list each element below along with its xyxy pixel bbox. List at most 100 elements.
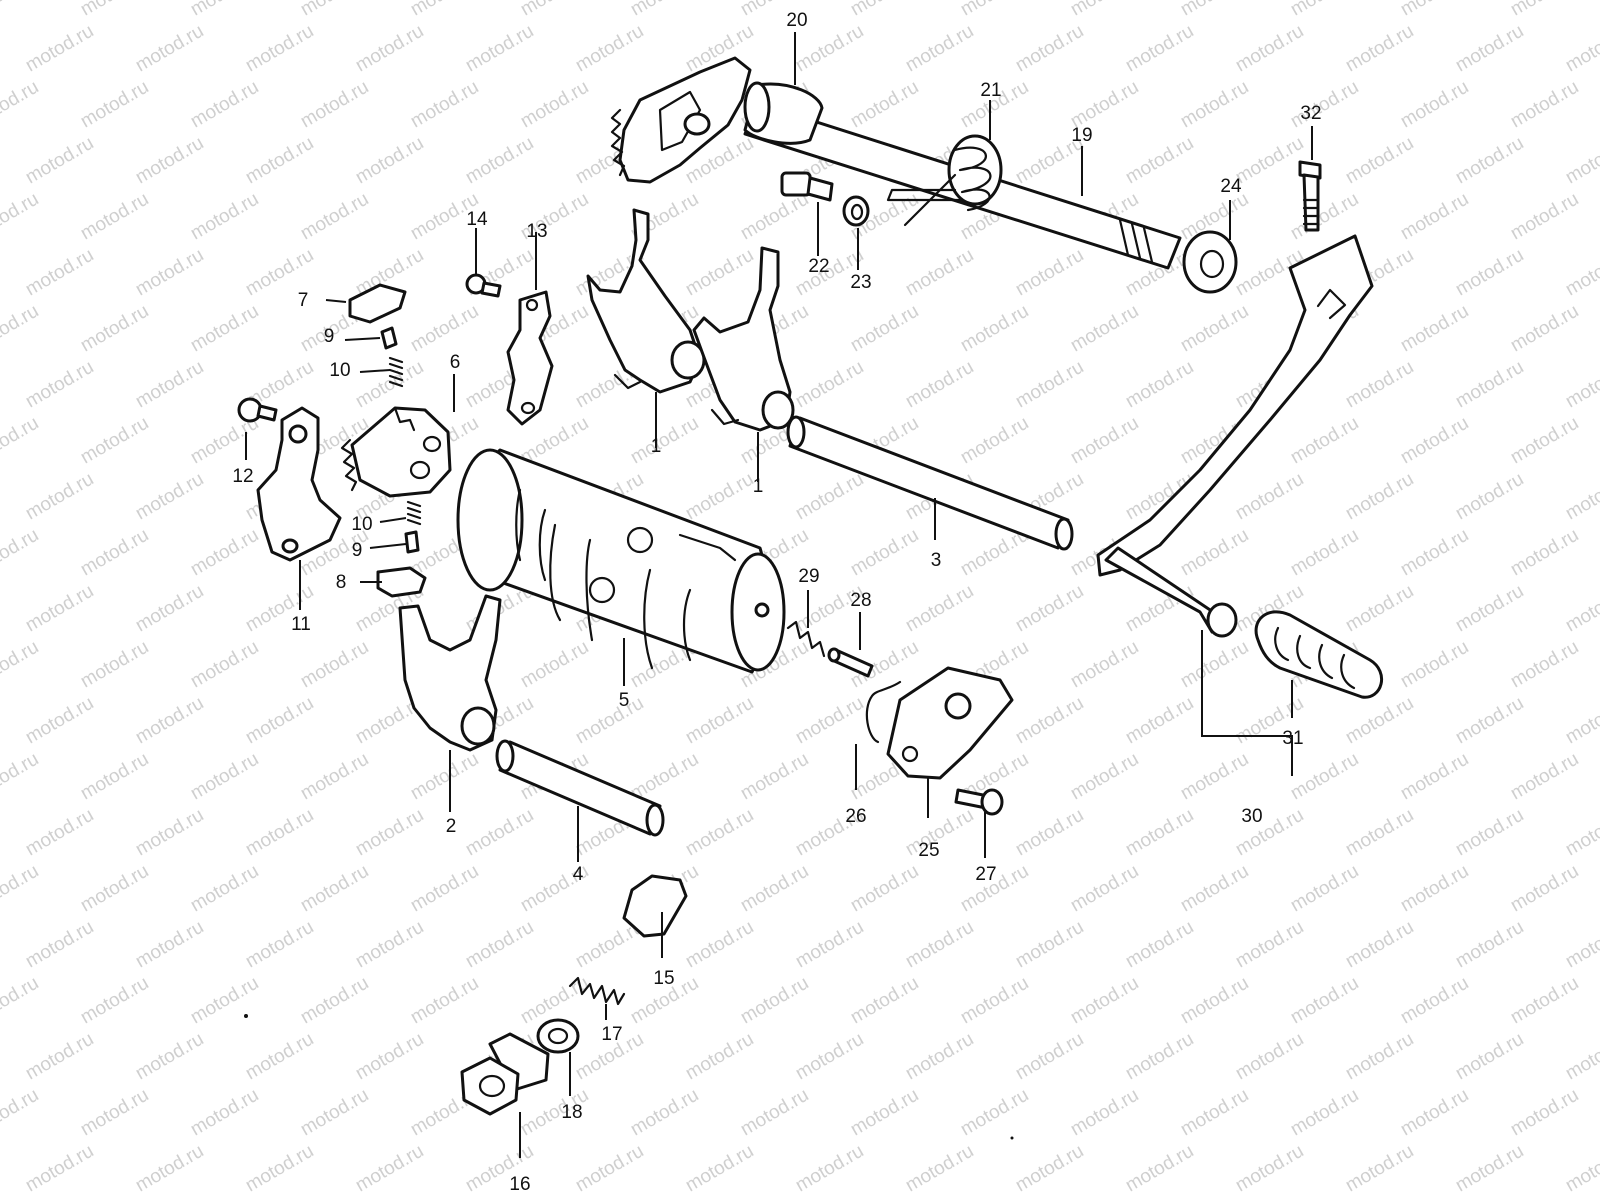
part-fork-b bbox=[692, 246, 795, 432]
watermark-text: motod.ru bbox=[902, 1141, 977, 1197]
watermark-text: motod.ru bbox=[1122, 21, 1197, 77]
watermark-text: motod.ru bbox=[1232, 1029, 1307, 1085]
watermark-text: motod.ru bbox=[1012, 357, 1087, 413]
watermark-text: motod.ru bbox=[957, 1197, 1032, 1200]
watermark-text: motod.ru bbox=[1562, 1029, 1600, 1085]
callout-3: 3 bbox=[931, 550, 942, 571]
watermark-text: motod.ru bbox=[902, 805, 977, 861]
watermark-text: motod.ru bbox=[682, 245, 757, 301]
watermark-text: motod.ru bbox=[847, 861, 922, 917]
watermark-text: motod.ru bbox=[0, 973, 42, 1029]
watermark-text: motod.ru bbox=[0, 525, 42, 581]
watermark-text: motod.ru bbox=[242, 21, 317, 77]
watermark-text: motod.ru bbox=[1397, 301, 1472, 357]
watermark-text: motod.ru bbox=[0, 637, 42, 693]
watermark-text: motod.ru bbox=[1232, 469, 1307, 525]
watermark-text: motod.ru bbox=[902, 917, 977, 973]
watermark-text: motod.ru bbox=[1122, 917, 1197, 973]
watermark-text: motod.ru bbox=[187, 0, 262, 20]
watermark-text: motod.ru bbox=[957, 1085, 1032, 1141]
watermark-text: motod.ru bbox=[22, 133, 97, 189]
watermark-text: motod.ru bbox=[1452, 693, 1527, 749]
watermark-text: motod.ru bbox=[77, 77, 152, 133]
watermark-text: motod.ru bbox=[847, 1197, 922, 1200]
watermark-text: motod.ru bbox=[242, 693, 317, 749]
part-pawl-7 bbox=[348, 283, 407, 324]
callout-labels: 20 21 19 24 32 22 23 13 14 7 9 10 6 12 1… bbox=[232, 10, 1321, 1195]
watermark-text: motod.ru bbox=[1122, 1141, 1197, 1197]
part-plate-11 bbox=[256, 406, 342, 562]
watermark-text: motod.ru bbox=[407, 1197, 482, 1200]
watermark-text: motod.ru bbox=[0, 77, 42, 133]
watermark-text: motod.ru bbox=[1067, 0, 1142, 20]
watermark-text: motod.ru bbox=[187, 861, 262, 917]
watermark-text: motod.ru bbox=[572, 693, 647, 749]
watermark-text: motod.ru bbox=[242, 805, 317, 861]
watermark-text: motod.ru bbox=[132, 917, 207, 973]
callout-5: 5 bbox=[619, 690, 630, 711]
part-gasket-26 bbox=[865, 680, 902, 744]
watermark-text: motod.ru bbox=[1342, 805, 1417, 861]
watermark-text: motod.ru bbox=[1232, 133, 1307, 189]
watermark-text: motod.ru bbox=[1507, 525, 1582, 581]
watermark-text: motod.ru bbox=[1397, 189, 1472, 245]
watermark-text: motod.ru bbox=[1452, 917, 1527, 973]
watermark-text: motod.ru bbox=[792, 1141, 867, 1197]
watermark-text: motod.ru bbox=[22, 21, 97, 77]
watermark-text: motod.ru bbox=[132, 245, 207, 301]
callout-30: 30 bbox=[1241, 806, 1262, 827]
watermark-text: motod.ru bbox=[517, 77, 592, 133]
part-washer-23 bbox=[842, 195, 870, 227]
watermark-text: motod.ru bbox=[187, 1197, 262, 1200]
callout-21: 21 bbox=[980, 80, 1001, 101]
watermark-text: motod.ru bbox=[517, 637, 592, 693]
watermark-text: motod.ru bbox=[407, 973, 482, 1029]
watermark-text: motod.ru bbox=[77, 1197, 152, 1200]
watermark-text: motod.ru bbox=[77, 749, 152, 805]
watermark-text: motod.ru bbox=[1342, 693, 1417, 749]
watermark-text: motod.ru bbox=[1397, 637, 1472, 693]
watermark-text: motod.ru bbox=[1122, 133, 1197, 189]
watermark-text: motod.ru bbox=[462, 133, 537, 189]
watermark-text: motod.ru bbox=[297, 637, 372, 693]
watermark-text: motod.ru bbox=[22, 1141, 97, 1197]
watermark-text: motod.ru bbox=[902, 1029, 977, 1085]
watermark-text: motod.ru bbox=[1342, 469, 1417, 525]
watermark-text: motod.ru bbox=[1507, 301, 1582, 357]
watermark-text: motod.ru bbox=[1012, 21, 1087, 77]
watermark-text: motod.ru bbox=[737, 749, 812, 805]
watermark-text: motod.ru bbox=[0, 0, 42, 20]
watermark-text: motod.ru bbox=[297, 1197, 372, 1200]
watermark-text: motod.ru bbox=[792, 469, 867, 525]
callout-9b: 9 bbox=[352, 540, 363, 561]
watermark-text: motod.ru bbox=[1177, 301, 1252, 357]
watermark-text: motod.ru bbox=[1012, 693, 1087, 749]
watermark-text: motod.ru bbox=[1012, 805, 1087, 861]
watermark-text: motod.ru bbox=[77, 301, 152, 357]
watermark-text: motod.ru bbox=[1232, 1141, 1307, 1197]
watermark-text: motod.ru bbox=[1507, 0, 1582, 20]
watermark-text: motod.ru bbox=[1562, 133, 1600, 189]
watermark-text: motod.ru bbox=[517, 0, 592, 20]
part-washer-18 bbox=[536, 1018, 580, 1054]
watermark-text: motod.ru bbox=[0, 861, 42, 917]
watermark-text: motod.ru bbox=[187, 189, 262, 245]
watermark-text: motod.ru bbox=[0, 413, 42, 469]
watermark-text: motod.ru bbox=[1067, 973, 1142, 1029]
watermark-text: motod.ru bbox=[1287, 77, 1362, 133]
watermark-text: motod.ru bbox=[462, 917, 537, 973]
watermark-text: motod.ru bbox=[1177, 973, 1252, 1029]
watermark-text: motod.ru bbox=[187, 637, 262, 693]
callout-18: 18 bbox=[561, 1102, 582, 1123]
watermark-text: motod.ru bbox=[1067, 301, 1142, 357]
callout-22: 22 bbox=[808, 256, 829, 277]
watermark-text: motod.ru bbox=[1122, 1029, 1197, 1085]
watermark-text: motod.ru bbox=[1507, 637, 1582, 693]
watermark-text: motod.ru bbox=[902, 357, 977, 413]
watermark-text: motod.ru bbox=[1177, 77, 1252, 133]
watermark-text: motod.ru bbox=[1177, 525, 1252, 581]
watermark-text: motod.ru bbox=[572, 1141, 647, 1197]
watermark-text: motod.ru bbox=[187, 1085, 262, 1141]
watermark-text: motod.ru bbox=[0, 1085, 42, 1141]
watermark-text: motod.ru bbox=[0, 749, 42, 805]
